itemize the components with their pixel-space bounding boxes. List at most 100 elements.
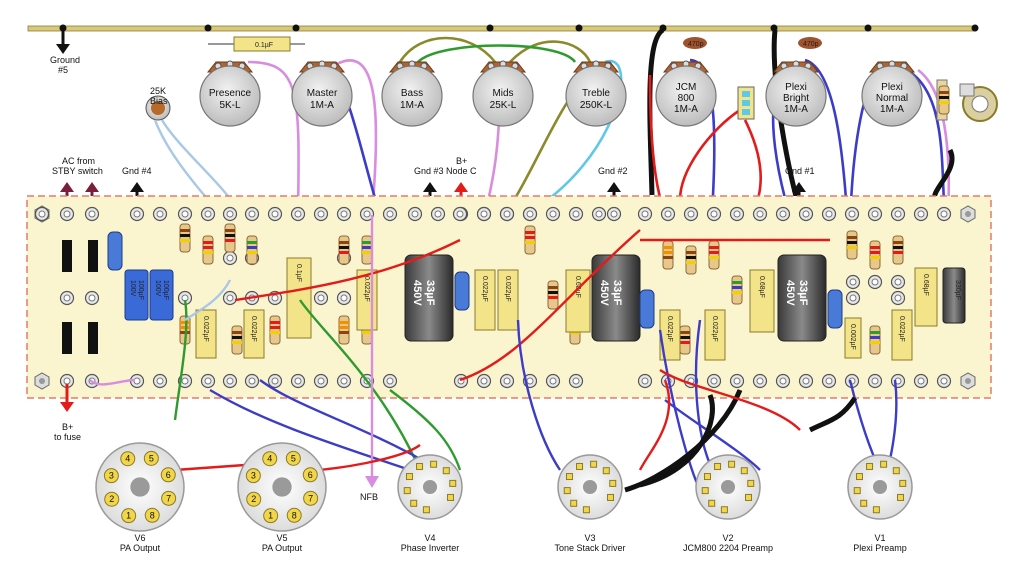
eyelet bbox=[129, 206, 145, 222]
tube-pin: 1 bbox=[268, 511, 273, 521]
film-cap-label: 0.022µF bbox=[363, 276, 370, 302]
eyelet bbox=[729, 206, 745, 222]
eyelet bbox=[568, 206, 584, 222]
bus-junctions bbox=[59, 24, 979, 32]
eyelet bbox=[290, 206, 306, 222]
pot-name-2: 800 bbox=[678, 93, 695, 104]
tube-pin: 4 bbox=[267, 454, 272, 464]
cap-470p-b-label: 470p bbox=[803, 41, 819, 48]
eyelet bbox=[430, 206, 446, 222]
resistor bbox=[846, 230, 858, 260]
ecap3-label-1: 33µF bbox=[797, 280, 809, 306]
eyelet bbox=[637, 373, 653, 389]
bplus-nodec-1: B+ bbox=[456, 156, 467, 166]
eyelet bbox=[867, 206, 883, 222]
film-cap-label: 0.002µF bbox=[849, 324, 856, 350]
film-cap-label: 0.022µF bbox=[711, 316, 718, 342]
eyelet bbox=[752, 373, 768, 389]
eyelet bbox=[152, 373, 168, 389]
eyelet bbox=[845, 290, 861, 306]
tube-id: V2 bbox=[722, 533, 733, 543]
tube-pin: 1 bbox=[126, 511, 131, 521]
tube-role: PA Output bbox=[120, 543, 161, 553]
film-cap: 0.022µF bbox=[891, 309, 913, 361]
eyelet bbox=[222, 206, 238, 222]
pot-value: 1M-A bbox=[310, 100, 334, 111]
tube-id: V3 bbox=[584, 533, 595, 543]
eyelet bbox=[683, 206, 699, 222]
eyelet bbox=[84, 290, 100, 306]
eyelet bbox=[267, 206, 283, 222]
bias-pot[interactable] bbox=[145, 95, 171, 121]
tube-pin: 4 bbox=[125, 454, 130, 464]
resistor bbox=[731, 275, 743, 305]
tube-role: Tone Stack Driver bbox=[554, 543, 625, 553]
pot-value: 1M-A bbox=[880, 104, 904, 115]
eyelet bbox=[267, 373, 283, 389]
ground-bus bbox=[27, 25, 977, 32]
bright-switch[interactable] bbox=[737, 86, 755, 120]
gnd3-label: Gnd #3 bbox=[414, 166, 444, 176]
eyelet bbox=[890, 206, 906, 222]
bias-label-1: 25K bbox=[150, 86, 166, 96]
film-cap: 0.022µF bbox=[243, 309, 265, 359]
pot-name: Master bbox=[307, 88, 338, 99]
pot-name: Treble bbox=[582, 88, 610, 99]
eyelet bbox=[499, 206, 515, 222]
eyelet bbox=[336, 373, 352, 389]
eyelet bbox=[34, 206, 50, 222]
pot-name: Mids bbox=[492, 88, 513, 99]
resistor bbox=[179, 223, 191, 253]
resistor bbox=[524, 225, 536, 255]
film-cap: 0.1µF bbox=[286, 257, 312, 339]
pot-name: Presence bbox=[209, 88, 252, 99]
film-cap-label: 0.1µF bbox=[295, 264, 302, 282]
resistor bbox=[231, 325, 243, 355]
cap-470p-a bbox=[683, 37, 707, 49]
cap-470p-a-label: 470p bbox=[688, 41, 704, 48]
tube-pin: 7 bbox=[308, 493, 313, 503]
resistor bbox=[938, 85, 950, 115]
tube-pin: 7 bbox=[166, 493, 171, 503]
pot-name: Plexi bbox=[785, 82, 807, 93]
eyelet bbox=[913, 373, 929, 389]
eyelet bbox=[407, 206, 423, 222]
ac-label-1: AC from bbox=[62, 156, 95, 166]
pots: Presence5K-LMaster1M-ABass1M-AMids25K-LT… bbox=[199, 60, 923, 127]
bias-label-2: Bias bbox=[150, 96, 168, 106]
eyelet bbox=[821, 373, 837, 389]
electrolytic-cap-3: 33µF 450V bbox=[777, 254, 827, 342]
film-cap: 0.022µF bbox=[704, 309, 726, 361]
eyelet bbox=[545, 206, 561, 222]
eyelet bbox=[637, 206, 653, 222]
filter-cap-b-label-2: 100V bbox=[154, 280, 161, 297]
pot-name: Plexi bbox=[881, 82, 903, 93]
gnd2-label: Gnd #2 bbox=[598, 166, 628, 176]
film-cap: 0.022µF bbox=[474, 269, 496, 331]
eyelet bbox=[890, 373, 906, 389]
nfb-arrow bbox=[365, 476, 379, 488]
tube-pin: 3 bbox=[109, 471, 114, 481]
eyelet bbox=[706, 373, 722, 389]
cap-470p-b bbox=[798, 37, 822, 49]
eyelet bbox=[706, 206, 722, 222]
eyelet bbox=[336, 290, 352, 306]
eyelet bbox=[290, 373, 306, 389]
pot-value: 5K-L bbox=[219, 100, 241, 111]
bplus-fuse-2: to fuse bbox=[54, 432, 81, 442]
eyelet bbox=[522, 206, 538, 222]
tube-pin: 2 bbox=[251, 494, 256, 504]
eyelet bbox=[222, 373, 238, 389]
ecap3-label-2: 450V bbox=[784, 280, 796, 306]
resistor bbox=[869, 240, 881, 270]
